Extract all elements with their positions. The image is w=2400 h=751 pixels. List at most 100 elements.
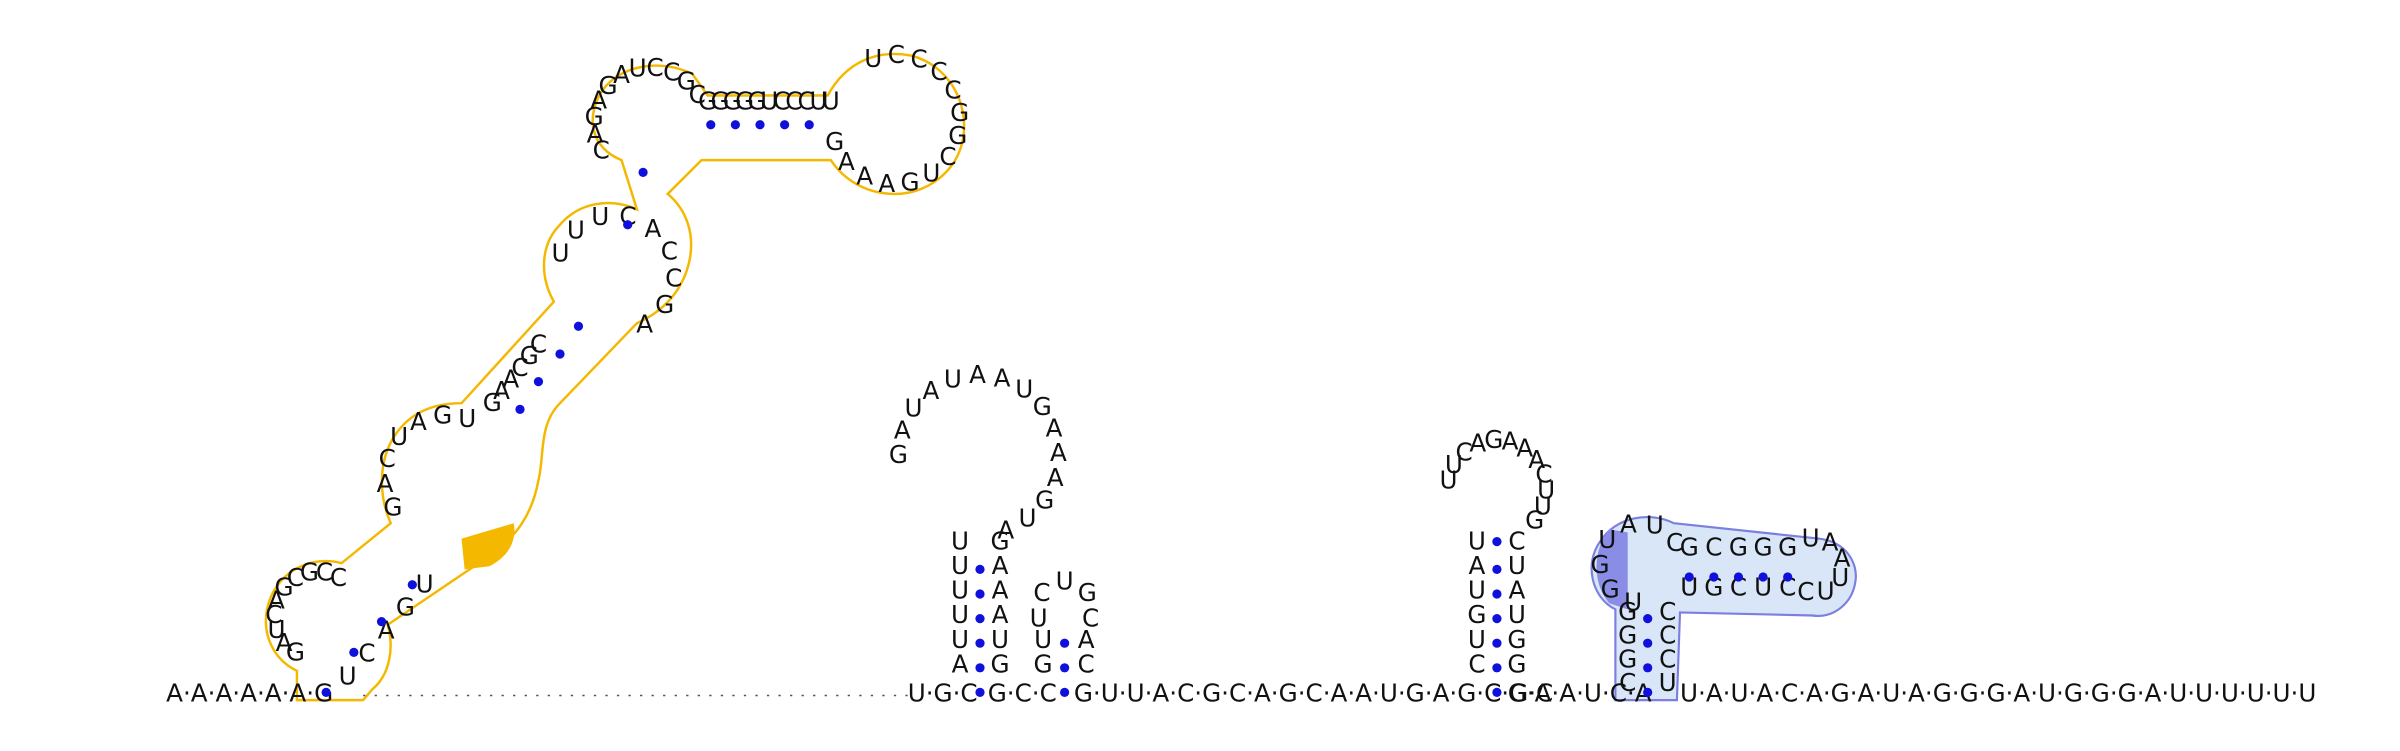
backbone: A·A·A·A·A·A·G U·G·C G·C·C G·U·U·A·C·G·C·…: [166, 679, 2316, 708]
h3_loop-nt: U: [1439, 465, 1457, 494]
c1_hairpin-nt: C: [888, 40, 905, 69]
base-pair-dot: [1709, 572, 1719, 582]
base-pair-dot: [706, 120, 716, 130]
c1_stemtop-nt: G: [723, 86, 742, 115]
h1_loop-nt: U: [905, 393, 923, 422]
h3_stem-nt: C: [1468, 649, 1485, 678]
base-pair-dot: [349, 647, 359, 658]
h1_stem_r-nt: U: [991, 625, 1009, 654]
base-pair-dot: [555, 349, 565, 359]
backbone-right: U·A·U·A·C·A·G·A·U·A·G·G·G·A·U·G·G·G·A·U·…: [1680, 679, 2316, 708]
c1_top-nt: C: [663, 57, 680, 86]
h3_loop-nt: A: [1469, 429, 1486, 458]
base-pair-dot: [1643, 613, 1653, 624]
c1_top-nt: G: [677, 67, 696, 96]
h1_stem_r-nt: A: [992, 576, 1009, 605]
blue-domain-fill: [1590, 516, 1857, 702]
c1_hairpin-nt: G: [950, 98, 969, 127]
c1_loop1-nt: G: [274, 573, 293, 602]
h1_stem_r-nt: A: [992, 551, 1009, 580]
h3_loop-nt: C: [1535, 459, 1552, 488]
h2_loop-nt: U: [1030, 604, 1048, 633]
c1_top-nt: A: [613, 60, 630, 89]
c1_top-nt: A: [590, 85, 607, 114]
h3_stem_r-nt: U: [1508, 551, 1526, 580]
h3_loop-nt: A: [1502, 427, 1519, 456]
c2_hairpin-nt: U: [1831, 563, 1849, 592]
c2_arm-nt: C: [1705, 533, 1722, 562]
h1_loop-nt: U: [1019, 503, 1037, 532]
c1_top-nt: U: [629, 54, 647, 83]
c2_loop-nt: A: [1620, 510, 1637, 539]
c1_mid-nt: C: [511, 353, 528, 382]
h1_stem_r-nt: G: [990, 649, 1009, 678]
c1_stem-nt: C: [358, 639, 375, 668]
h3_stem_r-nt: C: [1508, 526, 1525, 555]
h1_loop-nt: A: [894, 416, 911, 445]
c2_stem_r-nt: C: [1659, 644, 1676, 673]
c1_loop1-nt: C: [265, 600, 282, 629]
c1_hairpin-nt: G: [948, 121, 967, 150]
h3_loop-nt: U: [1445, 450, 1463, 479]
orange-outline-path: [264, 52, 966, 702]
c1_top-nt: C: [646, 53, 663, 82]
base-pair-dot: [1492, 613, 1502, 624]
c2_hairpin-nt: A: [1822, 527, 1839, 556]
c1_hairpin-nt: G: [825, 127, 844, 156]
c1_top-nt: A: [587, 119, 604, 148]
c2_loop-nt: U: [1646, 511, 1664, 540]
h1_loop-nt: A: [1050, 438, 1067, 467]
base-pair-dot: [1492, 687, 1502, 698]
base-pair-dot: [1643, 663, 1653, 673]
c2_stem-nt: G: [1618, 621, 1637, 650]
c2_arm_r-nt: C: [1730, 573, 1747, 602]
c1_loop3-nt: A: [636, 309, 653, 338]
c2_loop-nt: G: [1590, 550, 1609, 579]
h1_stem_r-nt: A: [992, 600, 1009, 629]
base-pair-dot: [376, 617, 387, 627]
c1_loop3-nt: G: [655, 290, 674, 319]
c1_hairpin-nt: A: [838, 147, 855, 176]
base-pair-dot: [1758, 572, 1768, 582]
c2_hairpin-nt: U: [1817, 577, 1835, 606]
h2_loop-nt: U: [1056, 566, 1074, 595]
base-pair-dot: [1492, 638, 1502, 648]
c1_hairpin-nt: U: [922, 159, 940, 188]
base-pair-dot: [1492, 589, 1502, 599]
c1_loop2-nt: G: [383, 493, 402, 522]
c1_mid-nt: G: [520, 341, 539, 370]
base-pair-dot: [1060, 687, 1070, 698]
c2_arm-nt: G: [1680, 533, 1699, 562]
h3_stem-nt: A: [1469, 551, 1486, 580]
h3_loop-nt: A: [1528, 445, 1545, 474]
c1_loop3-nt: C: [661, 236, 678, 265]
h1_loop-nt: A: [994, 364, 1011, 393]
c1_stemtop-nt: G: [735, 86, 754, 115]
h3_loop-nt: C: [1456, 437, 1473, 466]
c2_arm_r-nt: U: [1754, 573, 1772, 602]
h3_stem-nt: G: [1467, 600, 1486, 629]
c1_loop3-nt: A: [645, 214, 662, 243]
base-pair-dot: [515, 404, 525, 414]
base-pair-dot: [975, 638, 985, 648]
base-pair-dot: [638, 167, 648, 178]
c1_loop2-nt: U: [458, 404, 476, 433]
h1_stem-nt: U: [951, 625, 969, 654]
base-pair-dot: [321, 687, 331, 698]
h3_stem-nt: U: [1468, 526, 1486, 555]
base-pair-dot: [975, 663, 985, 673]
c1_stemtop-nt: C: [798, 86, 815, 115]
h3_stem_r-nt: G: [1507, 649, 1526, 678]
c1_top-nt: G: [585, 102, 604, 131]
c2_loop-nt: G: [1601, 574, 1620, 603]
c1_loop3-nt: C: [665, 264, 682, 293]
base-pair-dot: [1492, 564, 1502, 574]
c1_loop1-nt: A: [276, 628, 293, 657]
h1_stem-nt: U: [951, 600, 969, 629]
c2_hairpin-nt: U: [1802, 524, 1820, 553]
c1_loop2-nt: A: [377, 469, 394, 498]
base-pair-dot: [1060, 663, 1070, 673]
c2_loop-nt: C: [1666, 528, 1683, 557]
h2_stem_r-nt: A: [1078, 625, 1095, 654]
h1_stem-nt: A: [952, 649, 969, 678]
